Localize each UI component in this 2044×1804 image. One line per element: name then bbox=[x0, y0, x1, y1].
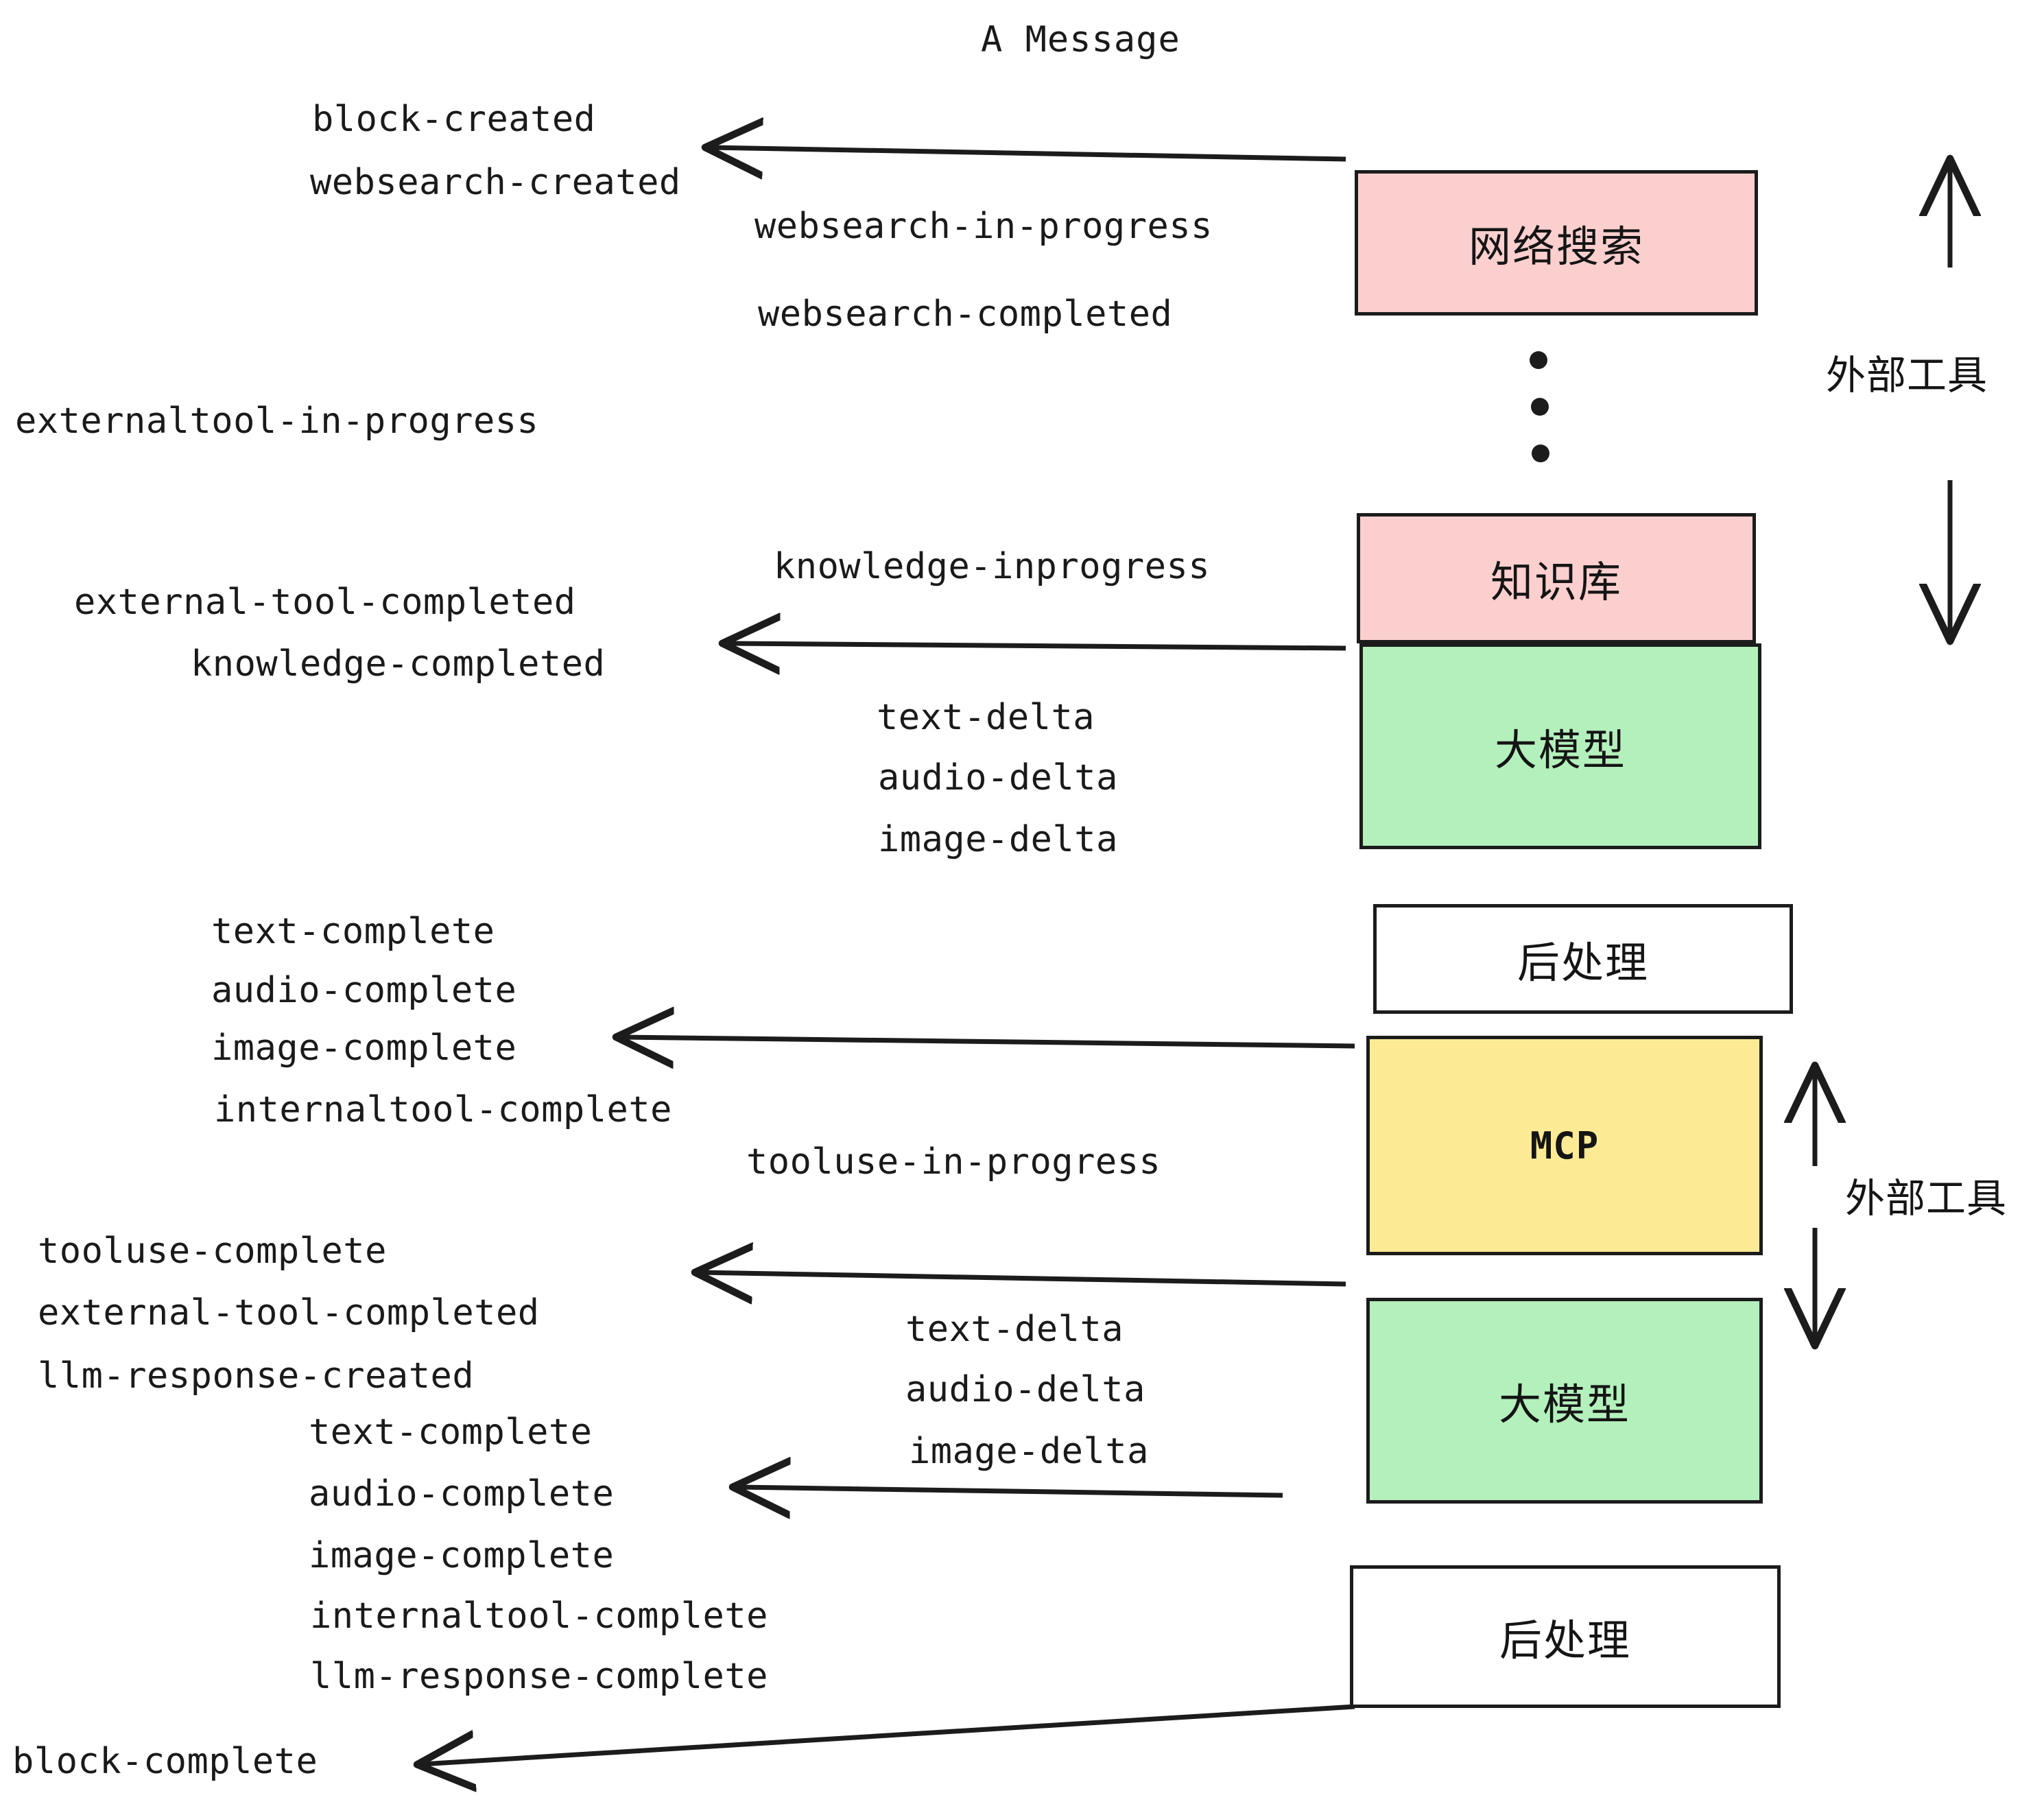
event-tooluse-in-progress: tooluse-in-progress bbox=[746, 1141, 1161, 1183]
node-websearch-label: 网络搜索 bbox=[1468, 222, 1644, 272]
ellipsis-dot-3 bbox=[1532, 444, 1549, 462]
node-knowledge-label: 知识库 bbox=[1490, 557, 1622, 607]
ellipsis-dot-2 bbox=[1531, 398, 1549, 416]
event-audio-complete-2: audio-complete bbox=[309, 1473, 615, 1515]
event-llm-response-created: llm-response-created bbox=[38, 1355, 475, 1397]
event-externaltool-in-progress: externaltool-in-progress bbox=[15, 401, 539, 442]
event-external-tool-completed-1: external-tool-completed bbox=[74, 582, 576, 623]
event-websearch-completed: websearch-completed bbox=[758, 294, 1173, 335]
ellipsis-dot-1 bbox=[1530, 351, 1547, 369]
group-label-external-tool-bottom: 外部工具 bbox=[1845, 1175, 2008, 1222]
node-llm-top-label: 大模型 bbox=[1494, 725, 1626, 775]
arrow-audio-complete bbox=[737, 1487, 1283, 1495]
node-postprocess-top[interactable]: 后处理 bbox=[1373, 904, 1793, 1014]
event-websearch-created: websearch-created bbox=[310, 162, 681, 203]
arrow-knowledge-completed bbox=[727, 643, 1346, 648]
event-block-complete: block-complete bbox=[12, 1741, 318, 1782]
node-mcp-label: MCP bbox=[1530, 1124, 1600, 1167]
group-label-external-tool-top: 外部工具 bbox=[1826, 352, 1988, 399]
node-llm-bottom[interactable]: 大模型 bbox=[1366, 1298, 1763, 1504]
arrow-tooluse-complete bbox=[700, 1272, 1346, 1284]
event-external-tool-completed-2: external-tool-completed bbox=[38, 1292, 540, 1333]
event-text-complete-2: text-complete bbox=[309, 1412, 593, 1453]
event-tooluse-complete: tooluse-complete bbox=[38, 1231, 387, 1272]
arrow-block-created bbox=[710, 147, 1346, 159]
node-llm-top[interactable]: 大模型 bbox=[1359, 643, 1761, 849]
node-postprocess-bottom[interactable]: 后处理 bbox=[1350, 1565, 1781, 1708]
event-internaltool-complete-1: internaltool-complete bbox=[214, 1089, 672, 1130]
event-internaltool-complete-2: internaltool-complete bbox=[310, 1595, 768, 1637]
event-websearch-in-progress: websearch-in-progress bbox=[754, 206, 1213, 247]
event-audio-delta-1: audio-delta bbox=[878, 757, 1118, 798]
event-knowledge-inprogress: knowledge-inprogress bbox=[774, 546, 1211, 587]
arrow-image-complete bbox=[621, 1037, 1355, 1046]
node-llm-bottom-label: 大模型 bbox=[1498, 1379, 1630, 1429]
event-audio-delta-2: audio-delta bbox=[905, 1369, 1145, 1410]
event-text-delta-1: text-delta bbox=[877, 697, 1095, 738]
event-image-complete-2: image-complete bbox=[309, 1535, 615, 1576]
page-title: A Message bbox=[981, 19, 1180, 60]
node-knowledge[interactable]: 知识库 bbox=[1357, 513, 1756, 643]
event-image-delta-2: image-delta bbox=[909, 1431, 1149, 1472]
event-llm-response-complete: llm-response-complete bbox=[310, 1656, 768, 1697]
event-block-created: block-created bbox=[312, 99, 596, 140]
event-knowledge-completed: knowledge-completed bbox=[191, 643, 606, 685]
node-postprocess-bottom-label: 后处理 bbox=[1499, 1615, 1631, 1665]
event-image-complete-1: image-complete bbox=[211, 1028, 517, 1069]
event-text-delta-2: text-delta bbox=[905, 1309, 1124, 1350]
arrow-block-complete bbox=[422, 1704, 1355, 1764]
node-mcp[interactable]: MCP bbox=[1366, 1036, 1763, 1255]
event-audio-complete-1: audio-complete bbox=[211, 970, 517, 1011]
node-websearch[interactable]: 网络搜索 bbox=[1355, 170, 1758, 316]
event-text-complete-1: text-complete bbox=[211, 911, 495, 952]
node-postprocess-top-label: 后处理 bbox=[1517, 938, 1649, 988]
event-image-delta-1: image-delta bbox=[878, 819, 1118, 860]
